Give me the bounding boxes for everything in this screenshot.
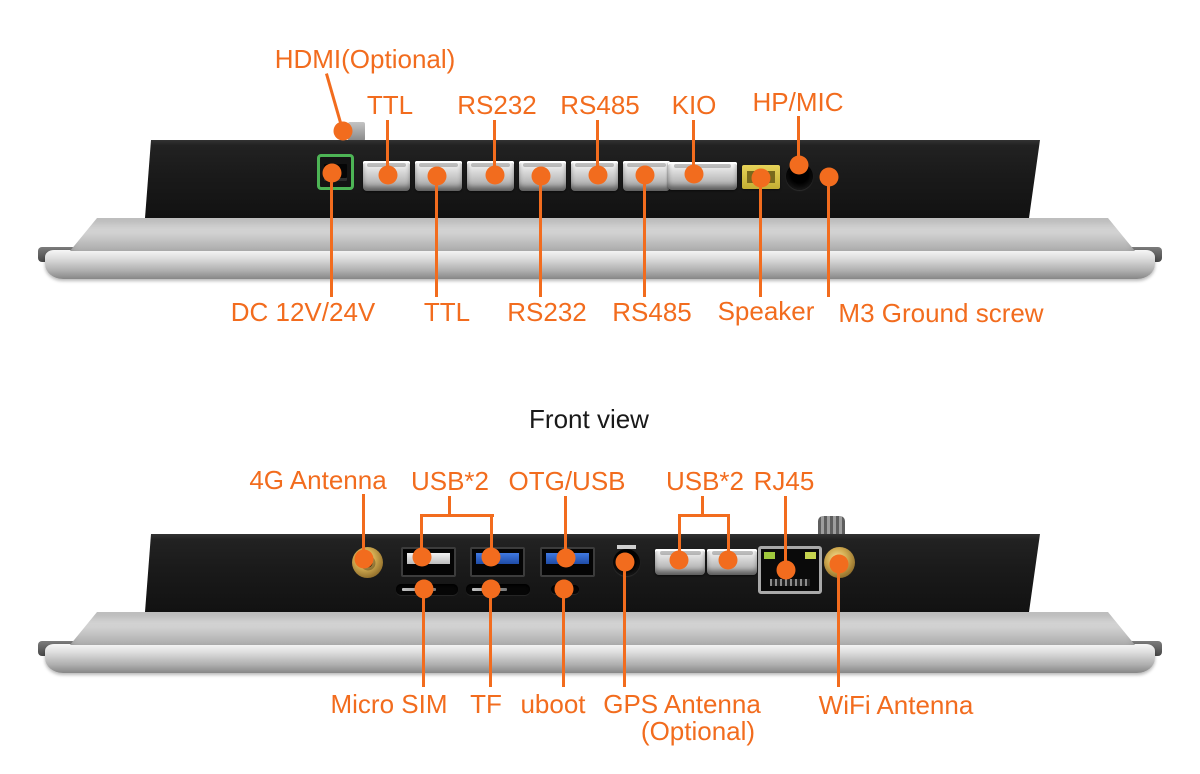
leader-speaker [759, 182, 762, 297]
leader-dc [330, 178, 333, 297]
leader-ttl-bottom [435, 180, 438, 297]
marker-rs485-1 [588, 165, 608, 185]
leader-usb2-left-bracket [420, 514, 494, 517]
hdmi-port-stub [348, 122, 365, 141]
marker-hdmi [333, 121, 353, 141]
marker-usb-header-1 [669, 550, 689, 570]
caption-front-view: Front view [529, 404, 649, 434]
marker-usb2 [412, 547, 432, 567]
leader-usb2-right-b [727, 514, 730, 555]
leader-micro-sim [422, 592, 425, 687]
leader-ttl-top [386, 120, 389, 175]
label-micro-sim: Micro SIM [330, 689, 448, 719]
marker-rs232-2 [531, 166, 551, 186]
label-ttl-bottom: TTL [423, 297, 471, 327]
marker-otg-usb [556, 548, 576, 568]
label-speaker: Speaker [717, 296, 815, 326]
marker-hp-mic [789, 155, 809, 175]
marker-uboot [554, 579, 574, 599]
marker-4g-antenna [354, 549, 374, 569]
label-4g-antenna: 4G Antenna [249, 465, 387, 495]
leader-rs485-top [596, 120, 599, 175]
leader-wifi-antenna [837, 568, 840, 687]
leader-rs485-bottom [643, 180, 646, 297]
label-gps-antenna: GPS Antenna [603, 689, 761, 719]
leader-tf [489, 592, 492, 687]
label-rs485-bottom: RS485 [612, 297, 692, 327]
label-rj45: RJ45 [753, 466, 815, 496]
label-usb2-right: USB*2 [665, 466, 745, 496]
label-wifi-antenna: WiFi Antenna [818, 690, 974, 720]
marker-gps-antenna [615, 552, 635, 572]
marker-tf [481, 579, 501, 599]
leader-rj45 [784, 496, 787, 565]
marker-rj45 [776, 560, 796, 580]
leader-usb2-left-a [420, 514, 423, 552]
leader-usb2-right-stem [701, 496, 704, 517]
marker-rs232-1 [485, 165, 505, 185]
marker-ttl-1 [378, 165, 398, 185]
label-kio: KIO [671, 90, 717, 120]
bezel-top-face-top-view [70, 218, 1135, 251]
leader-usb2-right-bracket [678, 514, 730, 517]
label-otg-usb: OTG/USB [508, 466, 626, 496]
gps-jack-slit [617, 545, 636, 549]
label-hdmi: HDMI(Optional) [274, 44, 456, 74]
front-bezel-edge-bottom-view [45, 644, 1155, 673]
leader-hp-mic [797, 116, 800, 165]
marker-m3-screw [819, 167, 839, 187]
leader-rs232-bottom [539, 180, 542, 297]
bezel-top-face-bottom-view [70, 612, 1135, 645]
marker-speaker [751, 168, 771, 188]
leader-otg-usb [564, 496, 567, 553]
front-bezel-edge-top-view [45, 250, 1155, 279]
label-gps-optional: (Optional) [640, 716, 756, 746]
label-m3-ground-screw: M3 Ground screw [838, 298, 1044, 328]
leader-kio [692, 120, 695, 174]
top-knob [818, 516, 845, 536]
label-rs485-top: RS485 [560, 90, 640, 120]
leader-usb2-right-a [678, 514, 681, 555]
label-rs232-top: RS232 [457, 90, 537, 120]
leader-uboot [562, 592, 565, 687]
label-ttl-top: TTL [366, 90, 414, 120]
leader-usb2-left-b [490, 514, 493, 552]
marker-rs485-2 [635, 165, 655, 185]
marker-wifi-antenna [829, 554, 849, 574]
marker-usb3 [481, 547, 501, 567]
leader-rs232-top [493, 120, 496, 175]
marker-usb-header-2 [718, 550, 738, 570]
label-tf: TF [470, 689, 502, 719]
leader-gps-antenna [623, 566, 626, 687]
marker-micro-sim [414, 579, 434, 599]
marker-dc [322, 163, 342, 183]
label-uboot: uboot [520, 689, 586, 719]
marker-kio [684, 164, 704, 184]
label-hp-mic: HP/MIC [752, 87, 844, 117]
leader-usb2-left-stem [448, 496, 451, 517]
label-usb2-left: USB*2 [410, 466, 490, 496]
leader-m3-screw [827, 182, 830, 297]
marker-ttl-2 [427, 166, 447, 186]
leader-4g-antenna [362, 494, 365, 553]
label-dc-12v-24v: DC 12V/24V [230, 297, 376, 327]
label-rs232-bottom: RS232 [507, 297, 587, 327]
